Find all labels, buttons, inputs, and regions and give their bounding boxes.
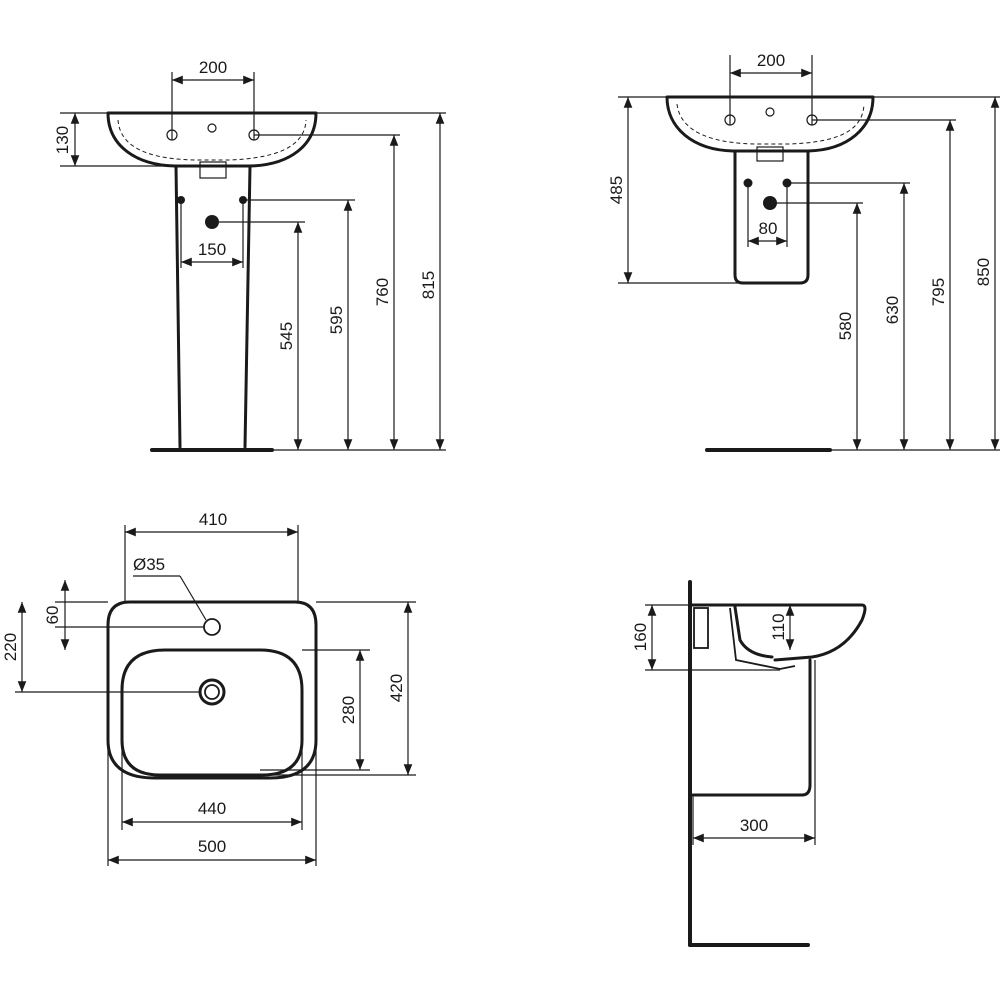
- dim-waste-offset: 220: [1, 602, 27, 692]
- dimension-label: 815: [419, 271, 438, 299]
- dimension-label: 440: [198, 799, 226, 818]
- dim-bowl-depth: 280: [339, 650, 365, 770]
- dim-fixing-height: 595: [327, 200, 353, 450]
- dimension-label: 80: [759, 219, 778, 238]
- dimensions: 200 130 150 545 595 760 815 200 485 80 580 630 795 85…: [1, 51, 1000, 866]
- dim-waste-height: 580: [836, 203, 862, 450]
- front-view-pedestal: [106, 111, 318, 452]
- dimension-label: 630: [883, 296, 902, 324]
- basin-outline: [106, 600, 318, 780]
- dim-overall-width: 500: [108, 837, 316, 865]
- dimension-label: 580: [836, 312, 855, 340]
- dimension-label: 200: [757, 51, 785, 70]
- dimension-label: 485: [607, 176, 626, 204]
- dim-rim-height: 815: [419, 113, 445, 450]
- plan-view: [106, 600, 318, 780]
- dim-bowl-width: 440: [122, 799, 302, 827]
- dimension-label: 300: [740, 816, 768, 835]
- basin-inner-line: [117, 119, 307, 161]
- dim-fixing-spacing: 150: [181, 240, 243, 267]
- basin-profile: [688, 603, 867, 662]
- dim-rim-to-bottom: 485: [607, 97, 633, 283]
- basin-inner-line: [676, 103, 865, 145]
- dimension-label: 160: [631, 623, 650, 651]
- dimension-label: 850: [974, 258, 993, 286]
- front-view-semi-pedestal: [665, 95, 875, 452]
- side-view: [688, 580, 867, 947]
- bowl-outline: [120, 648, 304, 777]
- dim-inner-width: 410: [125, 510, 298, 537]
- dimension-label: 110: [769, 613, 788, 640]
- dim-fixing-spacing: 80: [748, 219, 787, 246]
- dim-hole-spacing: 200: [730, 51, 812, 78]
- dim-pedestal-projection: 300: [693, 816, 815, 843]
- basin-outline: [106, 111, 318, 168]
- dimension-label: 130: [53, 126, 72, 154]
- semi-pedestal: [733, 149, 810, 285]
- dimension-label: 410: [199, 510, 227, 529]
- dimension-label: 500: [198, 837, 226, 856]
- dim-waste-height: 545: [277, 222, 303, 450]
- bracket: [693, 607, 709, 649]
- dimension-label: 545: [277, 322, 296, 350]
- dimension-label: 595: [327, 306, 346, 334]
- dimension-label: 420: [387, 674, 406, 702]
- dimension-label: 280: [339, 696, 358, 724]
- dim-rim-height: 850: [974, 97, 1000, 450]
- dim-bowl-depth: 130: [53, 113, 80, 166]
- dimension-label: 220: [1, 633, 20, 661]
- dimension-label: 150: [198, 240, 226, 259]
- dim-overall-depth: 420: [387, 602, 413, 775]
- tap-hole: [203, 618, 221, 636]
- waste-inner: [204, 684, 220, 700]
- basin-outline: [665, 95, 875, 153]
- dim-basin-height: 160: [631, 605, 657, 670]
- overflow-hole: [207, 123, 217, 133]
- dimension-label: 760: [373, 278, 392, 306]
- dim-tap-height: 795: [929, 120, 955, 450]
- overflow-slot: [199, 161, 227, 179]
- overflow-hole: [765, 107, 775, 117]
- dim-tap-height: 760: [373, 135, 399, 450]
- waste-outer: [198, 678, 226, 706]
- semi-pedestal-profile: [691, 658, 812, 797]
- dim-fixing-height: 630: [883, 183, 909, 450]
- overflow-slot: [756, 146, 784, 162]
- diameter-label: Ø35: [133, 555, 165, 574]
- dim-tap-offset: 60: [43, 580, 70, 650]
- dimension-label: 200: [199, 58, 227, 77]
- dimension-label: 795: [929, 278, 948, 306]
- basin-underside: [729, 607, 796, 670]
- dim-hole-spacing: 200: [172, 58, 254, 85]
- pedestal: [174, 164, 252, 449]
- dim-bowl-depth-side: 110: [769, 605, 795, 650]
- extension-line: [179, 575, 207, 621]
- dimension-label: 60: [43, 606, 62, 625]
